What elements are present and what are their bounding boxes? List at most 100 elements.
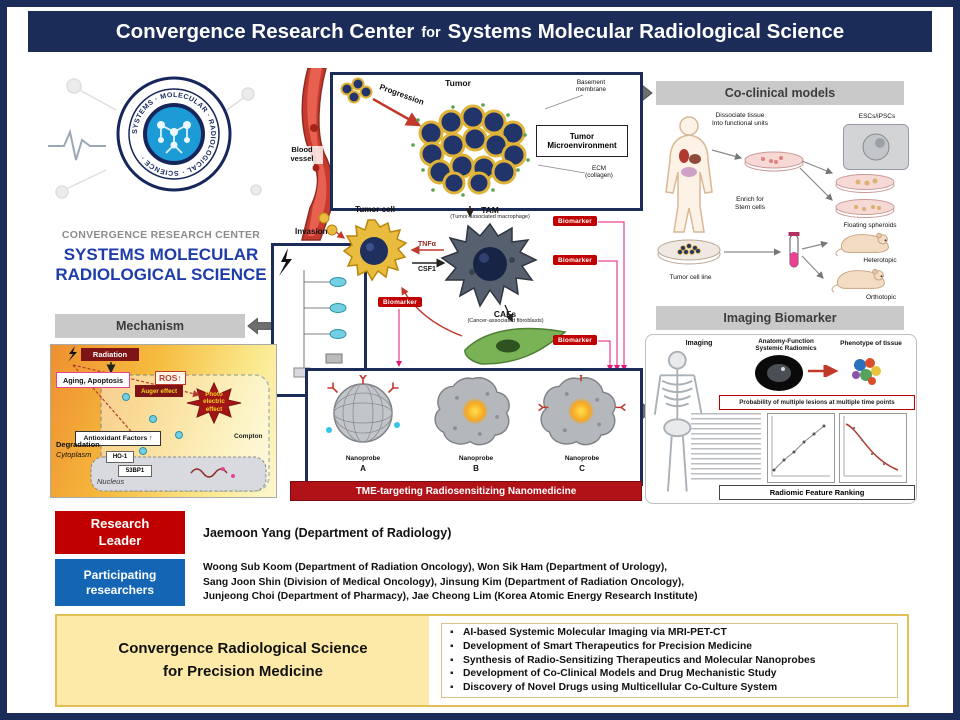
research-leader-value: Jaemoon Yang (Department of Radiology)	[203, 525, 452, 540]
mechanism-figure: Radiation Aging, Apoptosis ROS↑ Auger ef…	[50, 344, 277, 498]
mouse-illustration	[835, 232, 889, 257]
probability-banner: Probability of multiple lesions at multi…	[719, 395, 915, 410]
goal-title: Convergence Radiological Science for Pre…	[57, 616, 429, 705]
synthesis-inset-box	[271, 243, 367, 397]
nanoprobe-c-letter: C	[579, 464, 585, 473]
invasion-label: Invasion	[295, 227, 328, 236]
nanoprobe-b-letter: B	[473, 464, 479, 473]
tam-label: TAM	[481, 205, 499, 215]
header-bar: Convergence Research Center for Systems …	[28, 11, 932, 52]
co-clinical-connectors	[711, 149, 834, 279]
imaging-biomarker-figure: Imaging Anatomy-Function Systemic Radiom…	[645, 334, 917, 504]
biomarker-tag: Biomarker	[553, 255, 597, 265]
red-arrow	[808, 365, 839, 377]
cytoplasm-label: Cytoplasm	[56, 450, 92, 459]
antibody-icons	[327, 375, 399, 393]
participating-researchers-box: Participating researchers	[55, 559, 185, 606]
tumor-label: Tumor	[445, 78, 471, 88]
biomarker-tag: Biomarker	[553, 335, 597, 345]
ecm-collagen-label: ECM (collagen)	[585, 165, 613, 180]
co-clinical-title-bar: Co-clinical models	[656, 81, 904, 105]
aging-apoptosis-box: Aging, Apoptosis	[56, 372, 130, 388]
biomarker-tag: Biomarker	[553, 216, 597, 226]
antioxidant-box: Antioxidant Factors ↑	[75, 431, 161, 446]
logo-org-line: CONVERGENCE RESEARCH CENTER	[61, 229, 261, 241]
mouse-illustration	[831, 268, 885, 293]
nanoprobe-a-name: Nanoprobe	[345, 455, 381, 462]
photoelectric-label: Photo electric effect	[203, 391, 225, 413]
biomarker-tag: Biomarker	[378, 297, 422, 307]
tumor-microenvironment-box: Tumor Microenvironment	[536, 125, 628, 157]
tumor-progression-box: Progression Tumor Basement membrane Tumo…	[330, 72, 643, 211]
ho1-box: HO-1	[106, 451, 134, 463]
lightning-icon	[68, 346, 77, 362]
embryo-inset	[843, 124, 909, 170]
tumor-cell-line-dish	[657, 239, 721, 265]
escs-ipscs-label: ESCs/iPSCs	[858, 113, 896, 120]
petri-dish	[835, 199, 895, 218]
mri-head-scan	[755, 355, 803, 391]
nanoprobe-c-illustration	[538, 375, 626, 446]
mechanism-shapes	[72, 362, 270, 492]
antibody-icons	[538, 375, 626, 411]
cafs-label: CAFs	[493, 309, 517, 319]
tam-cell-illustration	[440, 222, 538, 308]
nanoprobe-b-illustration	[434, 377, 510, 446]
goal-bullet: AI-based Systemic Molecular Imaging via …	[450, 626, 889, 640]
degradation-label: Degradation	[56, 440, 100, 449]
blood-vessel-label: Blood vessel	[281, 145, 323, 164]
research-leader-box: Research Leader	[55, 511, 185, 554]
header-title-for: for	[421, 24, 441, 41]
goal-box: Convergence Radiological Science for Pre…	[55, 614, 909, 707]
nanoprobe-a-letter: A	[360, 464, 366, 473]
skeleton-illustration	[653, 350, 703, 492]
header-title-main: Convergence Research Center	[115, 19, 415, 43]
goal-bullet-list: AI-based Systemic Molecular Imaging via …	[450, 626, 889, 695]
participating-line-2: Sang Joon Shin (Division of Medical Onco…	[203, 576, 685, 588]
human-body-illustration	[665, 116, 713, 233]
co-clinical-title: Co-clinical models	[724, 86, 836, 100]
mini-chart	[767, 413, 835, 483]
orthotopic-label: Orthotopic	[866, 294, 896, 301]
goal-bullet: Discovery of Novel Drugs using Multicell…	[450, 681, 889, 695]
floating-spheroids-label: Floating spheroids	[843, 222, 897, 229]
imaging-biomarker-title-bar: Imaging Biomarker	[656, 306, 904, 330]
cafs-cell-illustration	[464, 327, 567, 365]
mechanism-title-bar: Mechanism	[55, 314, 245, 338]
participating-line-1: Woong Sub Koom (Department of Radiation …	[203, 562, 668, 573]
tnfa-label: TNFα	[418, 241, 436, 248]
nanomedicine-banner: TME-targeting Radiosensitizing Nanomedic…	[290, 481, 642, 501]
petri-dish	[744, 151, 804, 172]
central-connectors	[335, 206, 627, 371]
goal-bullet: Development of Smart Therapeutics for Pr…	[450, 640, 889, 654]
basement-membrane-label: Basement membrane	[575, 79, 607, 94]
lesion-list-placeholder	[691, 413, 761, 481]
synthesis-scheme-illustration	[279, 248, 347, 378]
logo-name-line1: SYSTEMS MOLECULAR	[63, 245, 259, 264]
center-logo-badge: SYSTEMS · MOLECULAR · RADIOLOGICAL · SCI…	[48, 76, 262, 199]
logo-name-line2: RADIOLOGICAL SCIENCE	[55, 265, 267, 284]
brain-map-illustration	[852, 358, 881, 385]
nanoprobe-b-name: Nanoprobe	[458, 455, 494, 462]
lightning-icon	[279, 248, 292, 276]
nanoprobe-box: Nanoprobe A Nanoprobe B Nanoprobe C	[305, 368, 643, 486]
phenotype-label: Phenotype of tissue	[840, 340, 902, 347]
heterotopic-label: Heterotopic	[863, 257, 897, 264]
radiation-box: Radiation	[81, 348, 139, 361]
goal-bullets-box: AI-based Systemic Molecular Imaging via …	[441, 623, 898, 698]
nanoprobe-c-name: Nanoprobe	[564, 455, 600, 462]
mechanism-title: Mechanism	[115, 319, 185, 333]
nanoprobe-a-illustration	[326, 375, 400, 443]
header-title-rest: Systems Molecular Radiological Science	[447, 19, 845, 43]
ros-label: ROS↑	[155, 371, 186, 385]
anatomy-function-label: Anatomy-Function Systemic Radiomics	[755, 338, 817, 353]
dissociate-label: Dissociate tissue Into functional units	[711, 112, 768, 127]
tumor-cluster-illustration: Progression	[340, 77, 586, 197]
53bp1-box: 53BP1	[118, 465, 152, 477]
test-tube-icon	[788, 232, 800, 268]
tumor-cell-label: Tumor cell	[355, 205, 395, 214]
cafs-sub-label: (Cancer-associated fibroblasts)	[467, 318, 544, 324]
csf1-label: CSF1	[418, 266, 436, 273]
petri-dish	[835, 174, 895, 193]
